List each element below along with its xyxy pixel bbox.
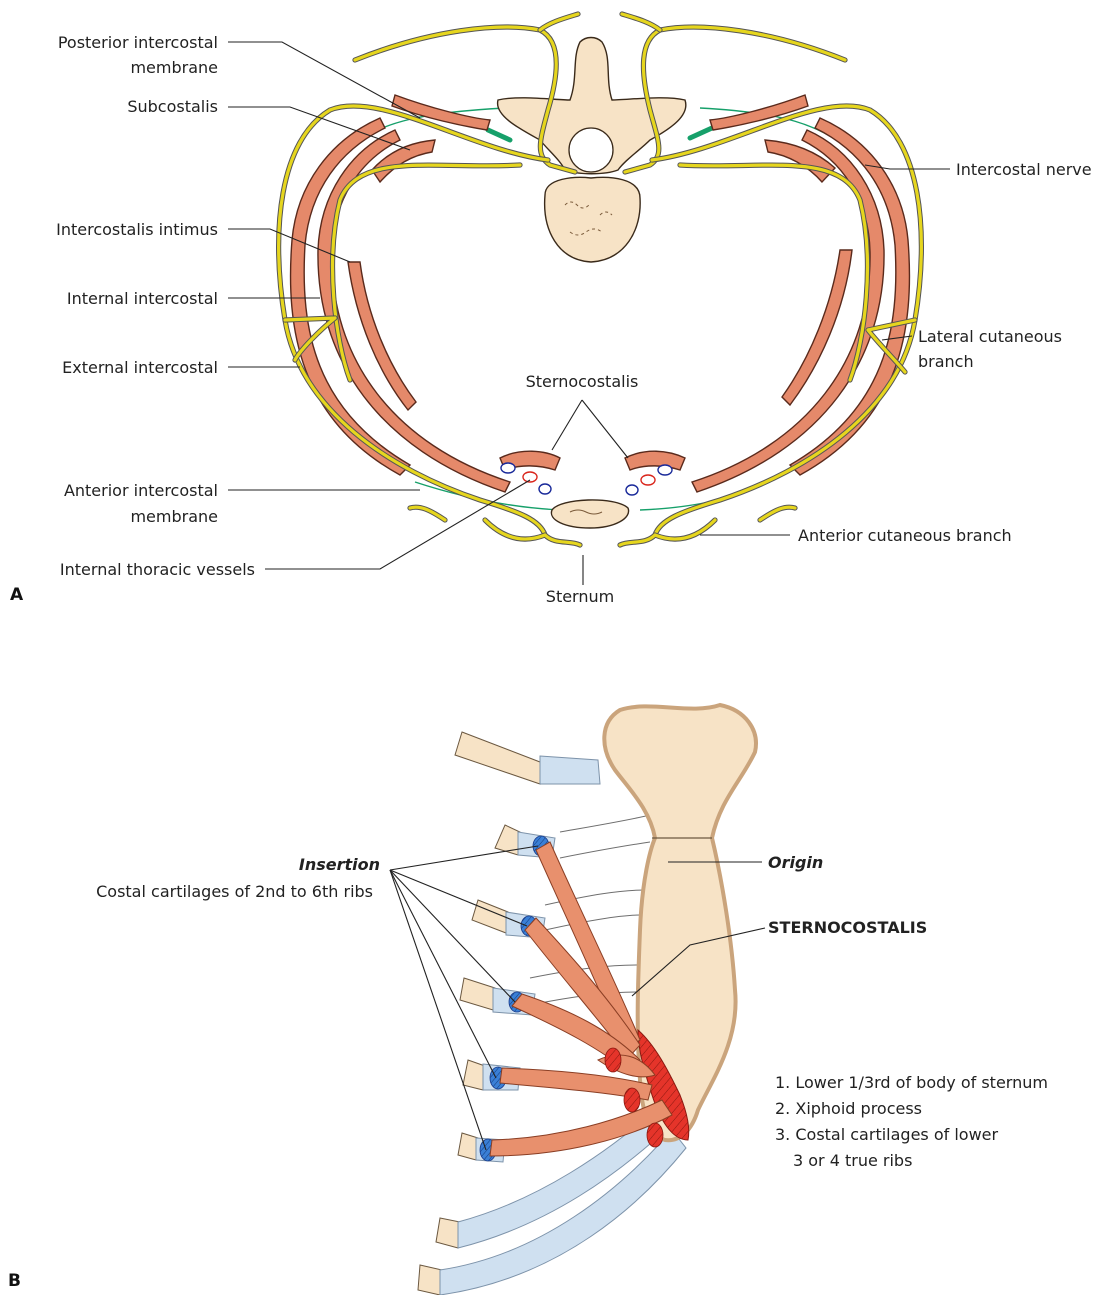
internal-intercostal-left [318,130,510,492]
label-posterior-intercostal-membrane-2: membrane [130,58,218,77]
label-anterior-intercostal-membrane-2: membrane [130,507,218,526]
label-internal-intercostal: Internal intercostal [67,289,218,308]
origin-item-2: 2. Xiphoid process [775,1099,922,1118]
origin-item-1: 1. Lower 1/3rd of body of sternum [775,1073,1048,1092]
label-lateral-cutaneous-branch-1: Lateral cutaneous [918,327,1062,346]
anterior-cutaneous-branch-right [620,520,715,545]
insertion-text: Costal cartilages of 2nd to 6th ribs [96,882,373,901]
label-intercostal-nerve: Intercostal nerve [956,160,1092,179]
label-posterior-intercostal-membrane-1: Posterior intercostal [58,33,218,52]
internal-thoracic-vein-left-2 [539,484,551,494]
origin-oval-1 [605,1048,621,1072]
label-subcostalis: Subcostalis [127,97,218,116]
vertebral-foramen [569,128,613,172]
origin-oval-3 [647,1123,663,1147]
internal-thoracic-vein-right [658,465,672,475]
origin-item-3: 3. Costal cartilages of lower [775,1125,999,1144]
panel-a-tag: A [10,585,24,605]
label-sternum: Sternum [546,587,614,606]
panel-a-cross-section: A Posterior intercostal membrane Subcost… [10,14,1092,606]
label-intercostalis-intimus: Intercostalis intimus [56,220,218,239]
internal-thoracic-artery-right [641,475,655,485]
posterior-intercostal-muscle-right [710,95,808,130]
panel-b-tag: B [8,1271,21,1291]
membrane-marker-right [690,128,712,138]
rib-1 [455,732,600,784]
label-anterior-intercostal-membrane-1: Anterior intercostal [64,481,218,500]
internal-thoracic-vein-left [501,463,515,473]
vertebral-body [545,177,641,262]
posterior-intercostal-muscle-left [392,95,490,130]
internal-intercostal-right [692,130,884,492]
sternocostalis-right [625,451,685,470]
label-external-intercostal: External intercostal [62,358,218,377]
internal-thoracic-vein-right-2 [626,485,638,495]
muscle-name: STERNOCOSTALIS [768,918,927,937]
membrane-marker-left [488,130,510,140]
label-lateral-cutaneous-branch-2: branch [918,352,974,371]
label-anterior-cutaneous-branch: Anterior cutaneous branch [798,526,1012,545]
origin-item-4: 3 or 4 true ribs [793,1151,912,1170]
insertion-title: Insertion [299,855,380,874]
origin-title: Origin [768,853,823,872]
panel-b-sternocostalis: B Insertion Costal cartilages of 2nd to … [8,705,1048,1295]
label-sternocostalis: Sternocostalis [526,372,639,391]
label-internal-thoracic-vessels: Internal thoracic vessels [60,560,255,579]
origin-oval-2 [624,1088,640,1112]
